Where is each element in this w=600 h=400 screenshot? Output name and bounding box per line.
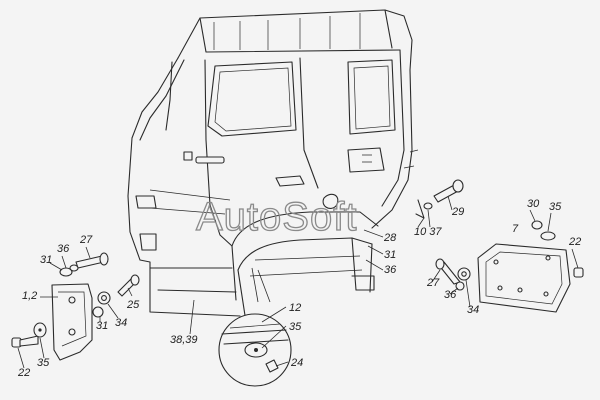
callout-c-36-l: 36 xyxy=(57,243,70,255)
lock-washer-34-left xyxy=(92,291,111,318)
callout-c-36-b: 36 xyxy=(444,289,457,301)
callout-c-29: 29 xyxy=(451,206,464,218)
callout-c-34-r: 34 xyxy=(467,304,479,316)
callout-c-30: 30 xyxy=(527,198,540,210)
callout-c-36-r: 36 xyxy=(384,264,397,276)
callout-c-7: 7 xyxy=(512,223,519,235)
callout-c-31-m: 31 xyxy=(96,320,108,332)
callout-c-35-m: 35 xyxy=(289,321,302,333)
callout-c-27-r: 27 xyxy=(426,277,440,289)
bolt-22-right xyxy=(573,267,584,278)
callout-c-1-2: 1,2 xyxy=(22,290,37,302)
mounting-plate-7 xyxy=(477,243,571,313)
callout-c-10-37: 10 37 xyxy=(414,226,442,238)
leader-lines xyxy=(17,195,579,369)
callout-c-31-r: 31 xyxy=(384,249,396,261)
callout-c-31-l: 31 xyxy=(40,254,52,266)
callout-c-27-l: 27 xyxy=(79,234,93,246)
callout-labels: 1,2 36 27 31 25 31 34 35 22 38,39 12 35 24 28 31 36 10 3… xyxy=(17,198,581,379)
bolt-29 xyxy=(433,179,464,203)
callout-c-22-l: 22 xyxy=(17,367,30,379)
detail-view-circle xyxy=(218,313,292,387)
washer-30-35-right xyxy=(531,220,556,241)
callout-c-28: 28 xyxy=(383,232,397,244)
washer-nut-36-31-left xyxy=(59,264,79,277)
bolt-27-left xyxy=(75,252,109,269)
bolt-25 xyxy=(117,274,140,297)
callout-c-34-l: 34 xyxy=(115,317,127,329)
bolt-22-left xyxy=(11,322,47,348)
callout-c-25: 25 xyxy=(126,299,140,311)
mudguard-bracket-left xyxy=(51,283,93,361)
clip-10-37 xyxy=(415,199,433,219)
bolt-27-right xyxy=(435,258,461,285)
callout-c-35-r: 35 xyxy=(549,201,562,213)
callout-c-24: 24 xyxy=(290,357,303,369)
callout-c-22-r: 22 xyxy=(568,236,581,248)
truck-cab xyxy=(127,9,419,323)
callout-c-12: 12 xyxy=(289,302,301,314)
callout-c-35-l: 35 xyxy=(37,357,50,369)
callout-c-38-39: 38,39 xyxy=(170,334,198,346)
watermark-text: AutoSoft xyxy=(196,195,357,239)
